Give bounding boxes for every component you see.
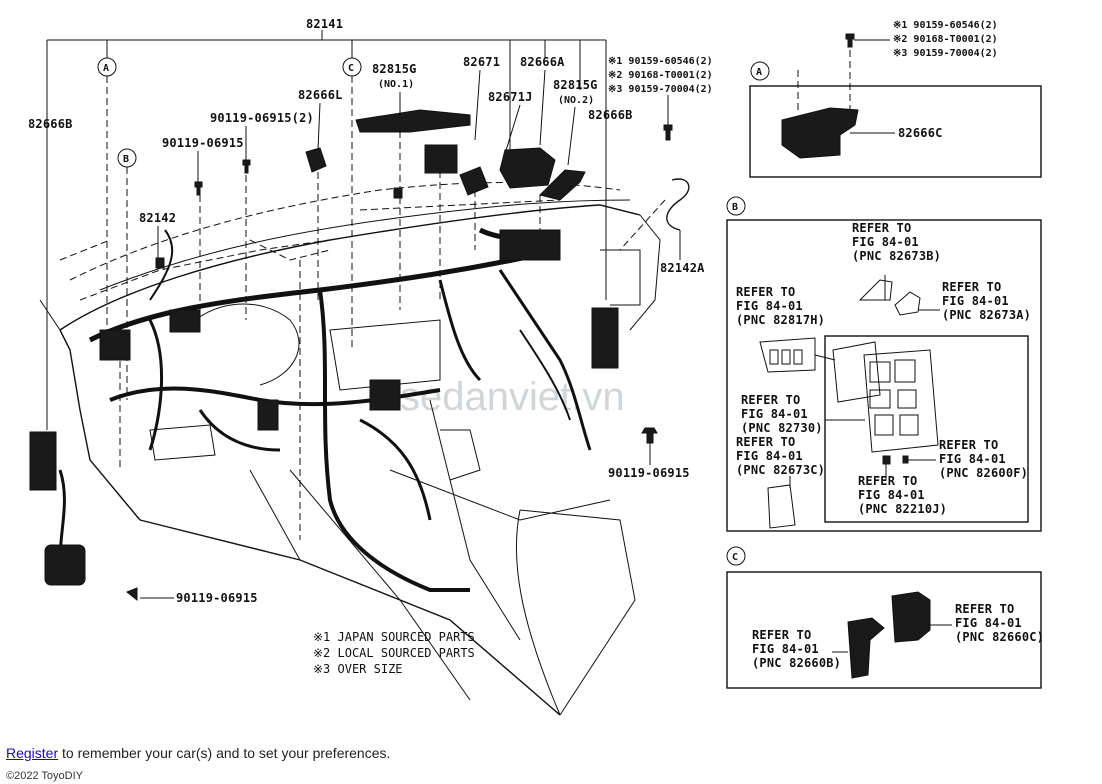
svg-text:FIG 84-01: FIG 84-01 [736, 299, 803, 313]
label-82815G-no1-sub: (NO.1) [378, 79, 414, 90]
svg-text:(PNC 82673B): (PNC 82673B) [852, 249, 941, 263]
svg-text:(PNC 82210J): (PNC 82210J) [858, 502, 947, 516]
svg-text:FIG 84-01: FIG 84-01 [858, 488, 925, 502]
svg-text:※2 90168-T0001(2): ※2 90168-T0001(2) [608, 70, 713, 81]
label-82815G-no2: 82815G [553, 78, 598, 92]
callout-B-main: B [117, 148, 137, 400]
detail-A-part [781, 50, 895, 159]
svg-text:REFER TO: REFER TO [858, 474, 917, 488]
svg-text:※3 90159-70004(2): ※3 90159-70004(2) [608, 84, 713, 95]
callout-A-detail: A [750, 61, 770, 81]
label-90119-06915-a: 90119-06915 [162, 136, 244, 150]
svg-text:REFER TO: REFER TO [939, 438, 998, 452]
svg-text:REFER TO: REFER TO [942, 280, 1001, 294]
label-90119-06915-2: 90119-06915(2) [210, 111, 314, 125]
svg-text:(PNC 82660B): (PNC 82660B) [752, 656, 841, 670]
detail-B-inner-box [824, 335, 1029, 523]
bolt-icon [126, 124, 673, 602]
label-82141-bracket [46, 30, 607, 430]
label-82666L: 82666L [298, 88, 343, 102]
svg-text:REFER TO: REFER TO [736, 435, 795, 449]
svg-text:FIG 84-01: FIG 84-01 [955, 616, 1022, 630]
label-82666C: 82666C [898, 126, 943, 140]
label-82671J: 82671J [488, 90, 533, 104]
svg-text:(PNC 82673A): (PNC 82673A) [942, 308, 1031, 322]
copyright: ©2022 ToyoDIY [6, 770, 84, 782]
label-90119-06915-b: 90119-06915 [608, 466, 690, 480]
svg-text:B: B [123, 154, 129, 165]
svg-text:REFER TO: REFER TO [736, 285, 795, 299]
wire-harness [58, 227, 592, 592]
detail-C-refs: REFER TO FIG 84-01 (PNC 82660C) REFER TO… [752, 602, 1044, 670]
svg-text:REFER TO: REFER TO [752, 628, 811, 642]
parts-diagram: sedanviet.vn 82141 82666B A B C 82815G (… [28, 17, 1044, 716]
label-82815G-no1: 82815G [372, 62, 417, 76]
svg-text:REFER TO: REFER TO [741, 393, 800, 407]
svg-text:REFER TO: REFER TO [852, 221, 911, 235]
detail-C-box [726, 571, 1042, 689]
svg-text:FIG 84-01: FIG 84-01 [852, 235, 919, 249]
relay-block-icon [29, 109, 690, 586]
dashboard-outline [39, 120, 666, 716]
register-link[interactable]: Register [6, 745, 59, 761]
label-82671: 82671 [463, 55, 500, 69]
svg-text:C: C [732, 552, 738, 563]
label-82142: 82142 [139, 211, 176, 225]
callout-B-detail: B [726, 196, 746, 216]
svg-text:(PNC 82660C): (PNC 82660C) [955, 630, 1044, 644]
svg-text:※2 90168-T0001(2): ※2 90168-T0001(2) [893, 34, 998, 45]
junction-block-icon [759, 275, 940, 529]
svg-text:※3 90159-70004(2): ※3 90159-70004(2) [893, 48, 998, 59]
legend: ※1 JAPAN SOURCED PARTS ※2 LOCAL SOURCED … [313, 630, 475, 676]
clamp-icon [832, 591, 952, 679]
svg-text:A: A [756, 67, 762, 78]
svg-text:※1 90159-60546(2): ※1 90159-60546(2) [893, 20, 998, 31]
label-82666B-right: 82666B [588, 108, 633, 122]
svg-text:※2 LOCAL SOURCED PARTS: ※2 LOCAL SOURCED PARTS [313, 646, 475, 660]
callout-C-detail: C [726, 546, 746, 566]
svg-text:FIG 84-01: FIG 84-01 [752, 642, 819, 656]
detail-B-refs: REFER TO FIG 84-01 (PNC 82673B) REFER TO… [736, 221, 1031, 516]
register-text: to remember your car(s) and to set your … [58, 745, 391, 761]
svg-text:※1 90159-60546(2): ※1 90159-60546(2) [608, 56, 713, 67]
svg-text:FIG 84-01: FIG 84-01 [741, 407, 808, 421]
callout-C-main: C [342, 57, 362, 350]
label-82142A: 82142A [660, 261, 705, 275]
svg-text:REFER TO: REFER TO [955, 602, 1014, 616]
watermark: sedanviet.vn [400, 375, 625, 419]
svg-text:(PNC 82673C): (PNC 82673C) [736, 463, 825, 477]
svg-text:FIG 84-01: FIG 84-01 [942, 294, 1009, 308]
svg-text:A: A [103, 63, 109, 74]
label-90119-06915-c: 90119-06915 [176, 591, 258, 605]
label-82666A: 82666A [520, 55, 565, 69]
label-82815G-no2-sub: (NO.2) [558, 95, 594, 106]
svg-text:(PNC 82730): (PNC 82730) [741, 421, 823, 435]
bolt-notes-main: ※1 90159-60546(2) ※2 90168-T0001(2) ※3 9… [608, 56, 713, 95]
svg-text:※3 OVER SIZE: ※3 OVER SIZE [313, 662, 403, 676]
footer: Register to remember your car(s) and to … [6, 745, 390, 761]
bolt-notes-top: ※1 90159-60546(2) ※2 90168-T0001(2) ※3 9… [845, 20, 998, 59]
leader-lines [140, 69, 681, 599]
svg-text:※1 JAPAN SOURCED PARTS: ※1 JAPAN SOURCED PARTS [313, 630, 475, 644]
label-82141: 82141 [306, 17, 343, 31]
svg-text:FIG 84-01: FIG 84-01 [736, 449, 803, 463]
svg-text:C: C [348, 63, 354, 74]
label-82666B-left: 82666B [28, 117, 73, 131]
svg-text:(PNC 82817H): (PNC 82817H) [736, 313, 825, 327]
svg-text:(PNC 82600F): (PNC 82600F) [939, 466, 1028, 480]
svg-text:FIG 84-01: FIG 84-01 [939, 452, 1006, 466]
svg-text:B: B [732, 202, 738, 213]
